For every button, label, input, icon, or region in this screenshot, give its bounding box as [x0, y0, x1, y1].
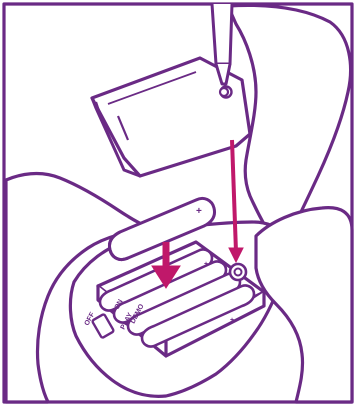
battery-plus-sign: + — [196, 206, 202, 217]
screw-icon — [220, 88, 228, 96]
polarity-plus-2: + — [230, 317, 234, 324]
polarity-plus-1: + — [204, 261, 208, 268]
tray-screw-hole — [230, 264, 246, 280]
